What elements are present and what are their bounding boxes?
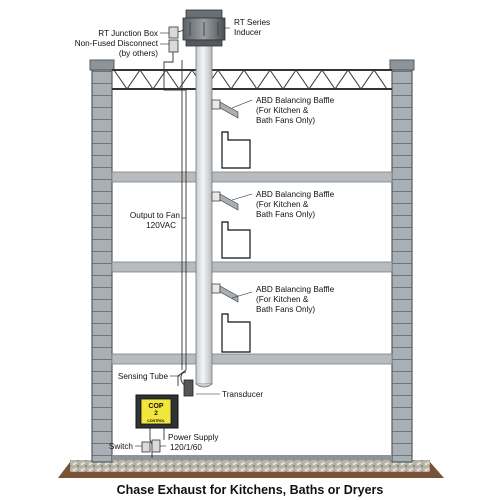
label-baffle-2-note-2: Bath Fans Only) <box>256 210 315 219</box>
label-junction-box: RT Junction Box <box>98 29 158 38</box>
floor-slab <box>111 171 393 183</box>
label-power-supply-1: Power Supply <box>168 433 219 442</box>
label-sensing-tube: Sensing Tube <box>118 372 169 381</box>
controller-line3: CONTROL <box>147 419 166 423</box>
controller-line1: COP <box>148 403 164 410</box>
label-inducer-2: Inducer <box>234 28 262 37</box>
transducer <box>183 379 194 397</box>
inducer-fan <box>182 9 226 47</box>
label-baffle-2-note-1: (For Kitchen & <box>256 200 309 209</box>
leader-lines <box>135 27 253 447</box>
baffle-floor-2 <box>211 191 251 259</box>
disconnect-box <box>168 39 179 53</box>
caption: Chase Exhaust for Kitchens, Baths or Dry… <box>117 483 384 497</box>
controller-line2: 2 <box>154 410 158 417</box>
floor-slab <box>111 353 393 365</box>
exhaust-duct <box>195 43 213 385</box>
label-transducer: Transducer <box>222 390 263 399</box>
roof-truss <box>112 69 392 90</box>
label-baffle-3-note-2: Bath Fans Only) <box>256 305 315 314</box>
label-disconnect-2: (by others) <box>119 49 158 58</box>
baffle-floor-3 <box>211 283 251 353</box>
label-output-1: Output to Fan <box>130 211 181 220</box>
floor-slabs <box>111 171 393 365</box>
label-power-supply-2: 120/1/60 <box>170 443 202 452</box>
switch-box <box>141 441 151 453</box>
label-baffle-1-title: ABD Balancing Baffle <box>256 96 335 105</box>
label-baffle-3-title: ABD Balancing Baffle <box>256 285 335 294</box>
label-baffle-1-note-2: Bath Fans Only) <box>256 116 315 125</box>
baffle-floor-1 <box>211 99 251 169</box>
label-switch: Switch <box>109 442 134 451</box>
ground-gravel <box>70 460 430 472</box>
label-output-2: 120VAC <box>146 221 176 230</box>
junction-box <box>168 26 179 39</box>
label-inducer-1: RT Series <box>234 18 270 27</box>
floor-slab <box>111 261 393 273</box>
controller: COP 2 CONTROL <box>135 394 179 429</box>
right-column <box>389 59 415 463</box>
left-column <box>89 59 115 463</box>
label-baffle-3-note-1: (For Kitchen & <box>256 295 309 304</box>
label-disconnect-1: Non-Fused Disconnect <box>75 39 159 48</box>
label-baffle-2-title: ABD Balancing Baffle <box>256 190 335 199</box>
power-supply-box <box>151 439 161 453</box>
label-baffle-1-note-1: (For Kitchen & <box>256 106 309 115</box>
wiring <box>149 52 187 458</box>
